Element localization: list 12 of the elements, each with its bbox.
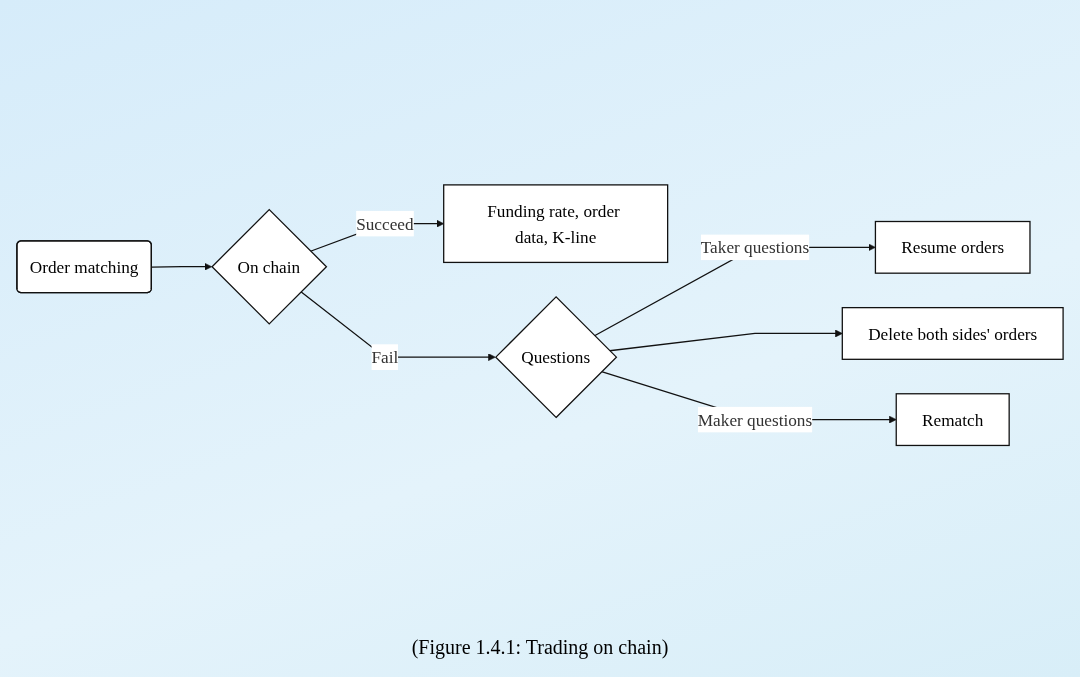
edge-label: Fail <box>371 347 399 367</box>
node-diamond: On chain <box>211 208 328 325</box>
node-box: Resume orders <box>874 220 1031 274</box>
node-box: Funding rate, order data, K-line <box>443 184 669 263</box>
edge-label: Succeed <box>356 214 414 233</box>
node-box: Rematch <box>895 392 1010 446</box>
edge-label: Taker questions <box>700 237 810 257</box>
arrow <box>151 262 212 271</box>
edge-label: Maker questions <box>697 409 813 429</box>
caption: (Figure 1.4.1: Trading on chain) <box>410 636 670 659</box>
node-diamond: Questions <box>494 295 618 419</box>
node-box: Delete both sides' orders <box>841 306 1064 360</box>
